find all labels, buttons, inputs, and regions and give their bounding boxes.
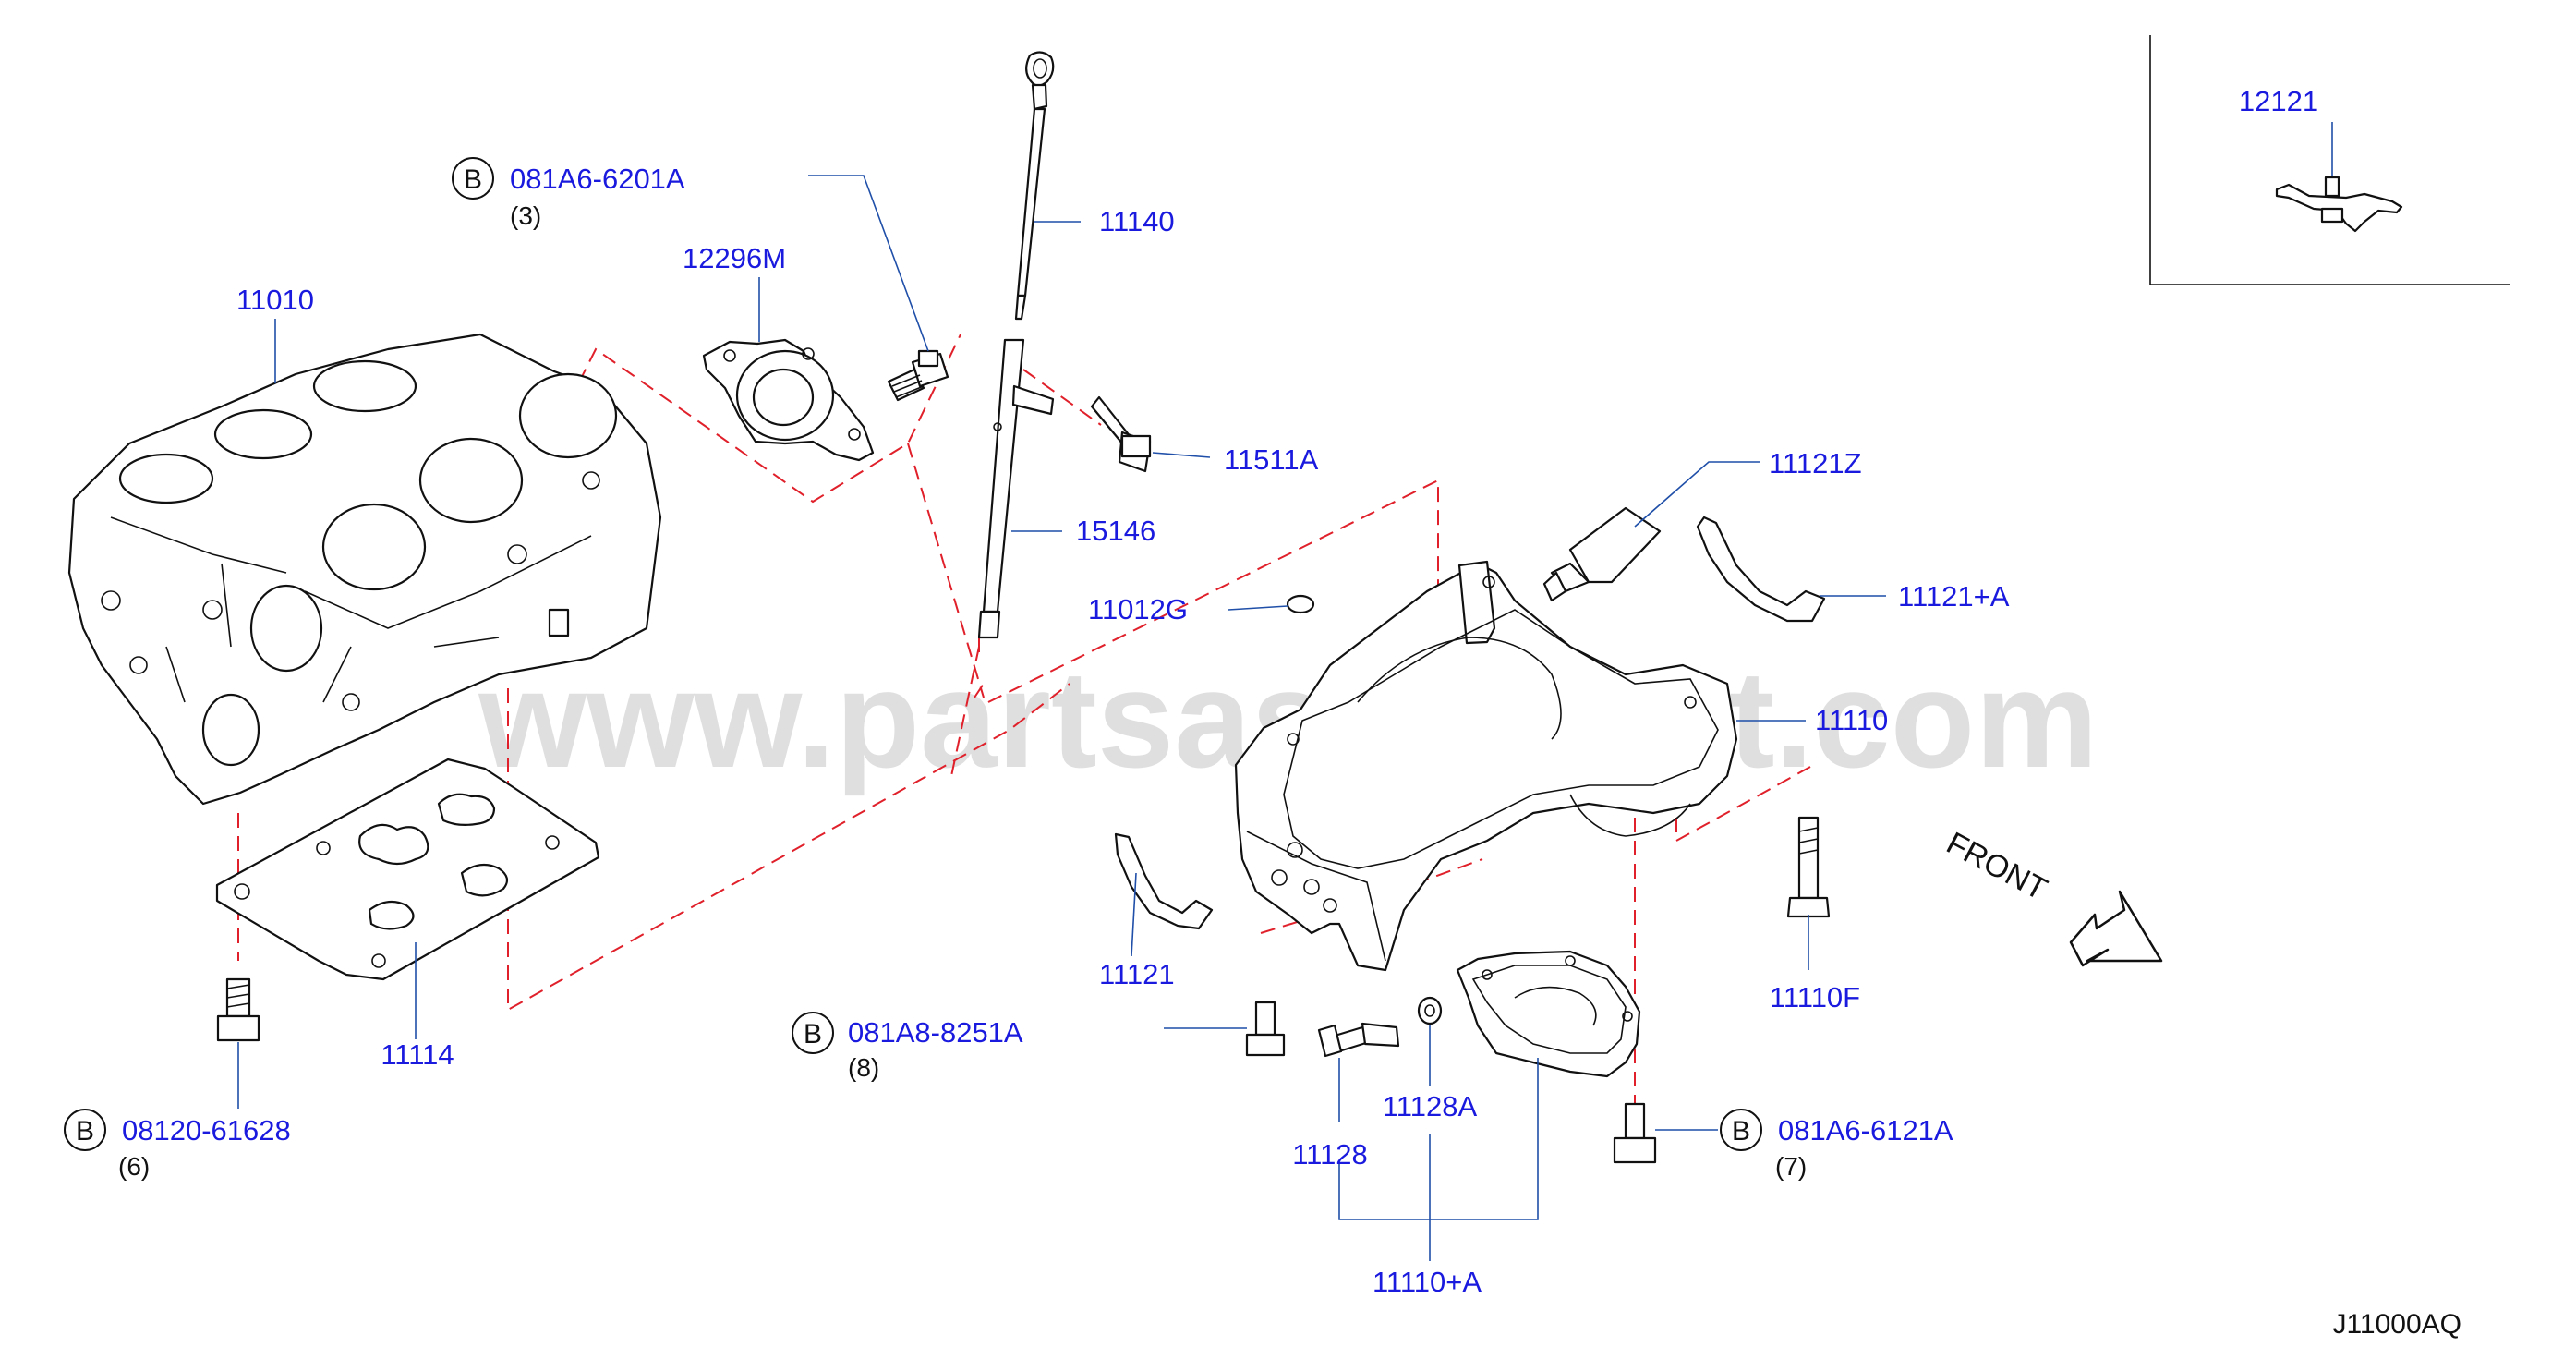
leader-081A6-6201A: [808, 175, 929, 352]
bolt-quantity: (3): [510, 201, 541, 230]
oil-pan-upper-icon: [1234, 560, 1738, 972]
dipstick-icon: [1014, 51, 1055, 321]
part-label-11121A[interactable]: 11121+A: [1898, 580, 2010, 613]
part-label-11128A[interactable]: 11128A: [1383, 1090, 1478, 1122]
cylinder-block-icon: [67, 333, 662, 806]
part-label-11110[interactable]: 11110: [1815, 704, 1888, 736]
front-direction-indicator: FRONT: [1941, 826, 2163, 967]
bolt-081A6-6201A-icon: [887, 349, 949, 402]
diagram-code: J11000AQ: [2332, 1309, 2461, 1340]
bolt-11511A-icon: [1090, 395, 1152, 473]
dipstick-guide-tube-icon: [977, 338, 1055, 639]
part-label-11121Z[interactable]: 11121Z: [1769, 447, 1862, 479]
bolt-quantity: (6): [118, 1152, 150, 1181]
part-label-11114[interactable]: 11114: [381, 1038, 454, 1071]
bolt-label-081A6-6121A[interactable]: B 081A6-6121A (7): [1720, 1109, 1953, 1181]
bracket-11121-icon: [1114, 832, 1214, 930]
part-label-11012G[interactable]: 11012G: [1088, 593, 1188, 625]
part-label-11110A[interactable]: 11110+A: [1373, 1266, 1482, 1298]
bolt-081A8-8251A-icon: [1245, 1001, 1286, 1057]
part-label-11010[interactable]: 11010: [236, 284, 314, 316]
leader-11511A: [1152, 452, 1211, 458]
part-label-12121[interactable]: 12121: [2239, 85, 2318, 117]
part-label-12296M[interactable]: 12296M: [683, 242, 786, 274]
bolt-part-number: 081A8-8251A: [848, 1016, 1023, 1049]
leader-11121Z: [1634, 461, 1760, 528]
bolt-08120-61628-icon: [216, 977, 260, 1042]
b-marker-text: B: [804, 1019, 822, 1049]
bolt-label-081A8-8251A[interactable]: B 081A8-8251A (8): [792, 1012, 1023, 1082]
bolt-part-number: 081A6-6201A: [510, 163, 685, 195]
bolt-part-number: 08120-61628: [122, 1114, 291, 1147]
b-marker-text: B: [464, 164, 482, 195]
part-label-11511A[interactable]: 11511A: [1224, 443, 1319, 476]
bolt-part-number: 081A6-6121A: [1778, 1114, 1953, 1147]
bolt-quantity: (8): [848, 1053, 879, 1082]
b-marker-circle: [64, 1109, 106, 1151]
part-label-11128[interactable]: 11128: [1292, 1138, 1368, 1171]
front-arrow-icon: [2069, 890, 2163, 967]
leader-11012G: [1228, 605, 1288, 611]
b-marker-circle: [452, 157, 494, 200]
leader-11110A-bracket: [1338, 1058, 1539, 1220]
b-marker-circle: [792, 1012, 834, 1054]
bracket-11121A-icon: [1696, 516, 1826, 623]
bolt-label-081A6-6201A[interactable]: B 081A6-6201A (3): [452, 157, 685, 230]
rear-seal-retainer-icon: [702, 338, 875, 462]
plug-11012G-icon: [1286, 594, 1315, 614]
b-marker-circle: [1720, 1109, 1762, 1151]
leader-lines: [237, 175, 1886, 1261]
bolt-11110F-icon: [1786, 816, 1831, 918]
front-label: FRONT: [1941, 826, 2052, 908]
bracket-12121-icon: [2275, 176, 2403, 233]
bolt-081A6-6121A-icon: [1613, 1102, 1657, 1164]
part-labels: 11010 12296M 11140 15146 11511A 11012G 1…: [236, 205, 2010, 1298]
b-marker-text: B: [76, 1116, 94, 1147]
part-label-11110F[interactable]: 11110F: [1770, 981, 1860, 1013]
bolt-quantity: (7): [1775, 1152, 1807, 1181]
sealant-tube-icon: [1542, 506, 1662, 602]
b-marker-text: B: [1732, 1116, 1750, 1147]
oil-pan-lower-icon: [1456, 950, 1641, 1078]
drain-washer-icon: [1417, 996, 1443, 1025]
bolt-label-08120-61628[interactable]: B 08120-61628 (6): [64, 1109, 291, 1181]
drain-plug-icon: [1317, 1022, 1400, 1058]
part-label-11121[interactable]: 11121: [1099, 958, 1175, 990]
part-label-15146[interactable]: 15146: [1076, 515, 1155, 547]
leader-11121: [1131, 872, 1137, 957]
inset-frame: [2149, 35, 2510, 285]
inset-box: 12121: [2149, 35, 2510, 285]
part-label-11140[interactable]: 11140: [1099, 205, 1175, 237]
baffle-plate-icon: [215, 758, 600, 981]
